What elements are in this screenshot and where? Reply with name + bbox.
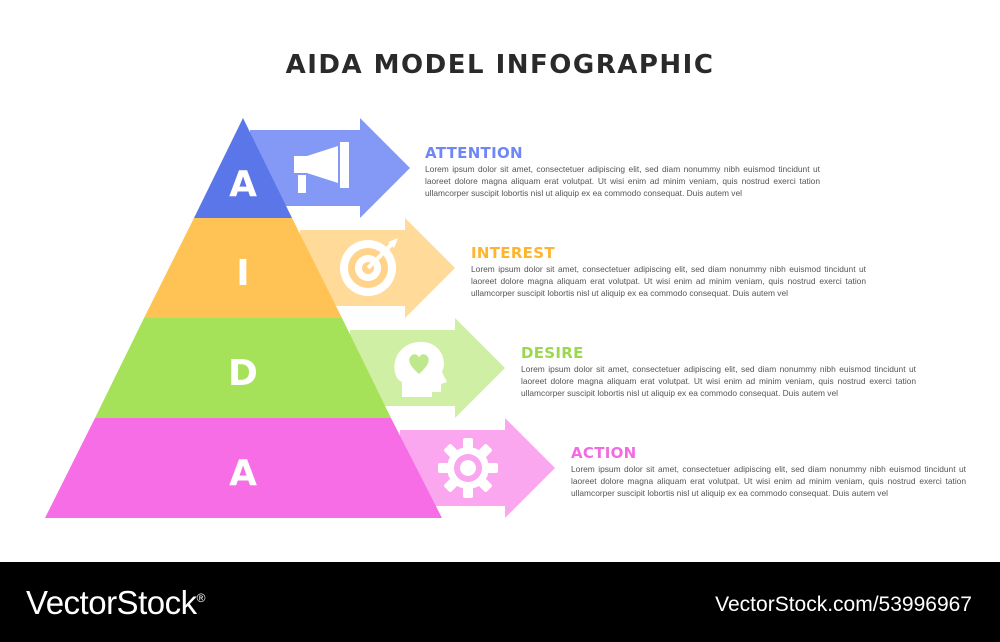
pyramid-band-desire xyxy=(95,318,391,418)
aida-diagram: A I D A xyxy=(45,118,555,518)
gear-icon xyxy=(438,438,498,498)
pyramid-band-attention xyxy=(194,118,292,218)
pyramid-letter-attention: A xyxy=(229,164,257,205)
pyramid-band-interest xyxy=(144,218,342,318)
watermark-bar: VectorStock® VectorStock.com/53996967 xyxy=(0,562,1000,642)
step-heading-attention: ATTENTION xyxy=(425,144,523,162)
vectorstock-logo: VectorStock® xyxy=(26,584,205,622)
step-body-attention: Lorem ipsum dolor sit amet, consectetuer… xyxy=(425,164,820,198)
step-heading-interest: INTEREST xyxy=(471,244,555,262)
step-heading-action: ACTION xyxy=(571,444,637,462)
registered-mark: ® xyxy=(196,591,206,605)
step-body-desire: Lorem ipsum dolor sit amet, consectetuer… xyxy=(521,364,916,398)
heart-head-icon xyxy=(394,341,447,397)
step-heading-desire: DESIRE xyxy=(521,344,584,362)
pyramid-letter-interest: I xyxy=(236,253,249,294)
page-title: AIDA MODEL INFOGRAPHIC xyxy=(285,50,715,80)
megaphone-icon xyxy=(294,142,349,193)
target-icon xyxy=(340,238,398,296)
step-body-interest: Lorem ipsum dolor sit amet, consectetuer… xyxy=(471,264,866,298)
brand-name: VectorStock xyxy=(26,584,197,621)
stock-image-id: VectorStock.com/53996967 xyxy=(715,593,972,616)
pyramid-letter-desire: D xyxy=(228,353,258,394)
step-body-action: Lorem ipsum dolor sit amet, consectetuer… xyxy=(571,464,966,498)
pyramid-band-action xyxy=(45,418,442,518)
pyramid-letter-action: A xyxy=(229,453,257,494)
